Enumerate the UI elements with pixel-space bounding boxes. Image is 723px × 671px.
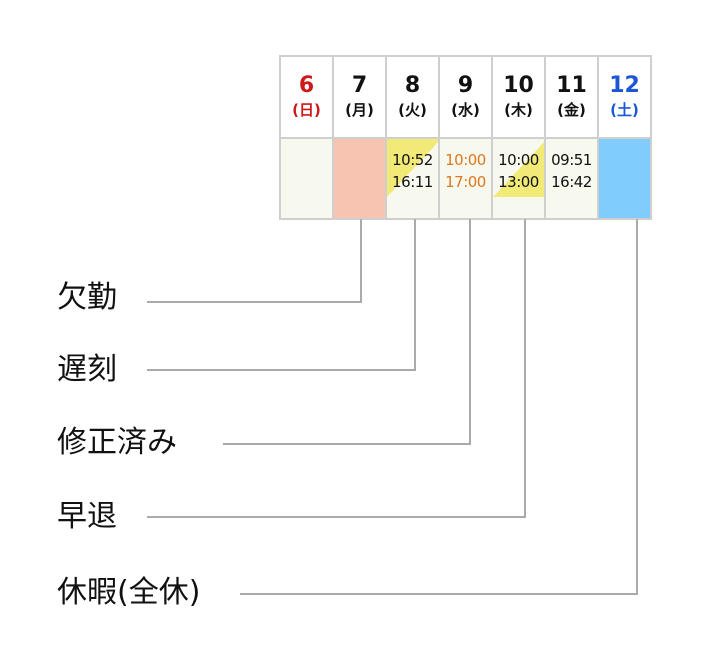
- clock-out-time: 17:00: [445, 173, 486, 191]
- time-stack: 10:00 17:00: [441, 149, 490, 193]
- day-number: 9: [457, 73, 474, 98]
- time-stack: 10:00 13:00: [494, 149, 543, 193]
- clock-in-time: 09:51: [551, 151, 592, 169]
- day-number: 11: [556, 73, 587, 98]
- day-header-wed: 9 (水): [438, 55, 493, 139]
- clock-out-time: 16:42: [551, 173, 592, 191]
- day-header-mon: 7 (月): [332, 55, 387, 139]
- day-number: 6: [298, 73, 315, 98]
- leader-line-early: [147, 219, 526, 518]
- day-header-fri: 11 (金): [544, 55, 599, 139]
- weekday-label: (水): [451, 101, 480, 119]
- day-cell-mon[interactable]: [332, 137, 387, 220]
- leader-line-absent: [147, 219, 362, 303]
- leader-line-late: [147, 219, 416, 371]
- day-cell-fri[interactable]: 09:51 16:42: [544, 137, 599, 220]
- legend-label-holiday: 休暇(全休): [57, 575, 201, 610]
- legend-label-corrected: 修正済み: [57, 425, 177, 460]
- early-leave-flag: [494, 140, 543, 197]
- day-number: 12: [609, 73, 640, 98]
- legend-label-early-leave: 早退: [57, 499, 117, 534]
- day-cell-sun[interactable]: [279, 137, 334, 220]
- weekday-label: (木): [504, 101, 533, 119]
- weekday-label: (土): [610, 101, 639, 119]
- weekday-label: (金): [557, 101, 586, 119]
- clock-out-time: 16:11: [392, 173, 433, 191]
- leader-line-holiday: [240, 219, 638, 595]
- day-cell-thu[interactable]: 10:00 13:00: [491, 137, 546, 220]
- day-cell-sat[interactable]: [597, 137, 652, 220]
- calendar-header-row: 6 (日) 7 (月) 8 (火) 9 (水) 10 (木) 11 (金) 12 (土): [279, 55, 652, 139]
- legend-label-absent: 欠勤: [57, 280, 117, 315]
- attendance-calendar: 6 (日) 7 (月) 8 (火) 9 (水) 10 (木) 11 (金) 12 (土) 10…: [279, 55, 652, 220]
- weekday-label: (月): [345, 101, 374, 119]
- legend-label-late: 遅刻: [57, 352, 117, 387]
- late-flag: [388, 140, 437, 197]
- clock-out-time: 13:00: [498, 173, 539, 191]
- calendar-body-row: 10:52 16:11 10:00 17:00 10:00 13:00 09:51 16…: [279, 137, 652, 220]
- time-stack: 09:51 16:42: [547, 149, 596, 193]
- day-header-sat: 12 (土): [597, 55, 652, 139]
- clock-in-time: 10:00: [498, 151, 539, 169]
- day-header-thu: 10 (木): [491, 55, 546, 139]
- day-cell-wed[interactable]: 10:00 17:00: [438, 137, 493, 220]
- day-number: 10: [503, 73, 534, 98]
- weekday-label: (日): [292, 101, 321, 119]
- clock-in-time: 10:52: [392, 151, 433, 169]
- day-cell-tue[interactable]: 10:52 16:11: [385, 137, 440, 220]
- clock-in-time: 10:00: [445, 151, 486, 169]
- day-number: 8: [404, 73, 421, 98]
- leader-line-corrected: [223, 219, 471, 445]
- weekday-label: (火): [398, 101, 427, 119]
- time-stack: 10:52 16:11: [388, 149, 437, 193]
- day-header-sun: 6 (日): [279, 55, 334, 139]
- day-header-tue: 8 (火): [385, 55, 440, 139]
- day-number: 7: [351, 73, 368, 98]
